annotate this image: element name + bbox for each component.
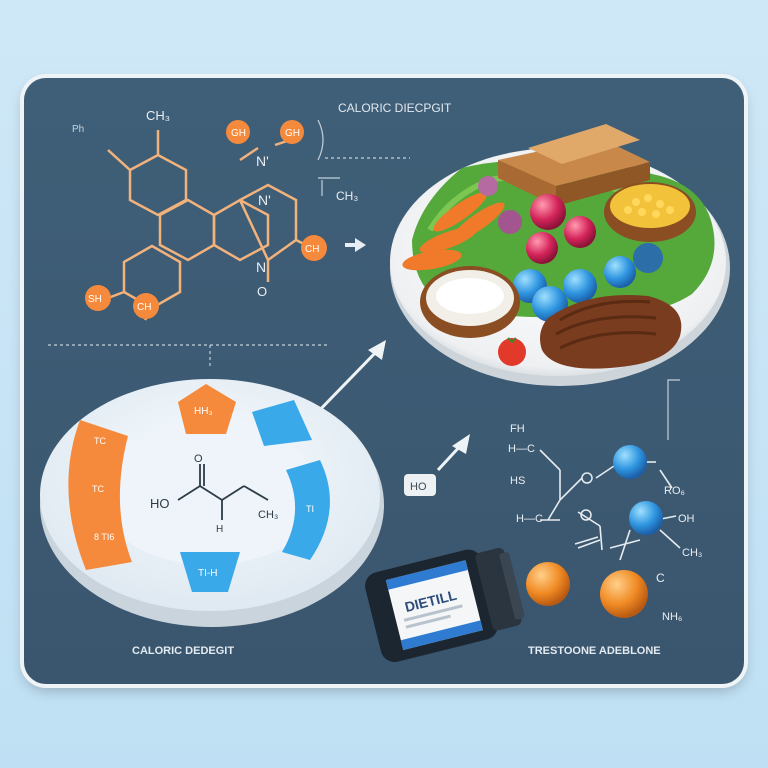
blue-atom-1	[613, 445, 647, 479]
orange-atom-2	[600, 570, 648, 618]
gh-label-2: GH	[285, 128, 300, 139]
formula-o: O	[194, 453, 203, 465]
blue-atom-2	[629, 501, 663, 535]
oh-label: OH	[678, 513, 695, 525]
arrow-disc-to-plate	[310, 340, 386, 420]
arrow-to-plate	[345, 238, 366, 252]
orange-atom-1	[526, 562, 570, 606]
formula-ho: HO	[150, 496, 170, 511]
gh-atom-2	[280, 120, 304, 144]
left-arc-label-3: 8 TI6	[94, 532, 114, 542]
right-molecule	[539, 449, 681, 561]
right-arc-label: TI	[306, 504, 314, 514]
plate-connector	[667, 379, 680, 440]
bottom-tag-label: TI-H	[198, 568, 217, 579]
c-label: C	[656, 571, 665, 585]
hc2-label: H—C	[516, 513, 543, 525]
page-heading: CALORIC DIECPGIT	[338, 101, 452, 115]
left-arc-label-2: TC	[92, 484, 104, 494]
caption-right: TRESTOONE ADEBLONE	[528, 645, 661, 657]
ho-tag-label: HO	[410, 481, 427, 493]
ro-label: RO₆	[664, 485, 685, 497]
caption-left: CALORIC DEDEGIT	[132, 645, 234, 657]
hs-label: HS	[510, 475, 525, 487]
nh-label: NH₆	[662, 611, 682, 623]
arrow-ho-up	[436, 434, 470, 472]
supplement-bottle	[365, 547, 525, 662]
ch-right-label: CH	[305, 244, 319, 255]
ch-atom-bottom	[133, 293, 159, 319]
n-label-3: N	[256, 259, 266, 275]
ch-side-label: CH₃	[336, 189, 358, 203]
n-label-1: N'	[256, 153, 269, 169]
o-ring-2	[580, 509, 592, 521]
left-arc-label-1: TC	[94, 436, 106, 446]
ch-bottom-label: CH	[137, 302, 151, 313]
sh-label: SH	[88, 294, 102, 305]
ch-top-label: CH₃	[146, 108, 170, 123]
n-label-2: N'	[258, 192, 271, 208]
fh-label: FH	[510, 423, 525, 435]
food-plate	[390, 124, 730, 386]
o-label: O	[257, 284, 267, 299]
formula-n: H	[216, 524, 223, 535]
carrots	[402, 192, 505, 271]
gh-atom-1	[226, 120, 250, 144]
gh-label-1: GH	[231, 128, 246, 139]
ch3-label: CH₃	[682, 547, 702, 559]
hc-label: H—C	[508, 443, 535, 455]
ph-label: Ph	[72, 124, 84, 135]
nutrient-disc	[40, 379, 384, 627]
top-molecule	[107, 130, 313, 321]
sh-atom	[85, 285, 111, 311]
pentagon-label: HH₃	[194, 406, 213, 417]
o-ring-1	[581, 472, 593, 484]
ho-tag	[404, 474, 436, 496]
heading-connectors	[48, 119, 410, 366]
ch-atom-right	[301, 235, 327, 261]
formula-ch: CH₃	[258, 509, 278, 521]
